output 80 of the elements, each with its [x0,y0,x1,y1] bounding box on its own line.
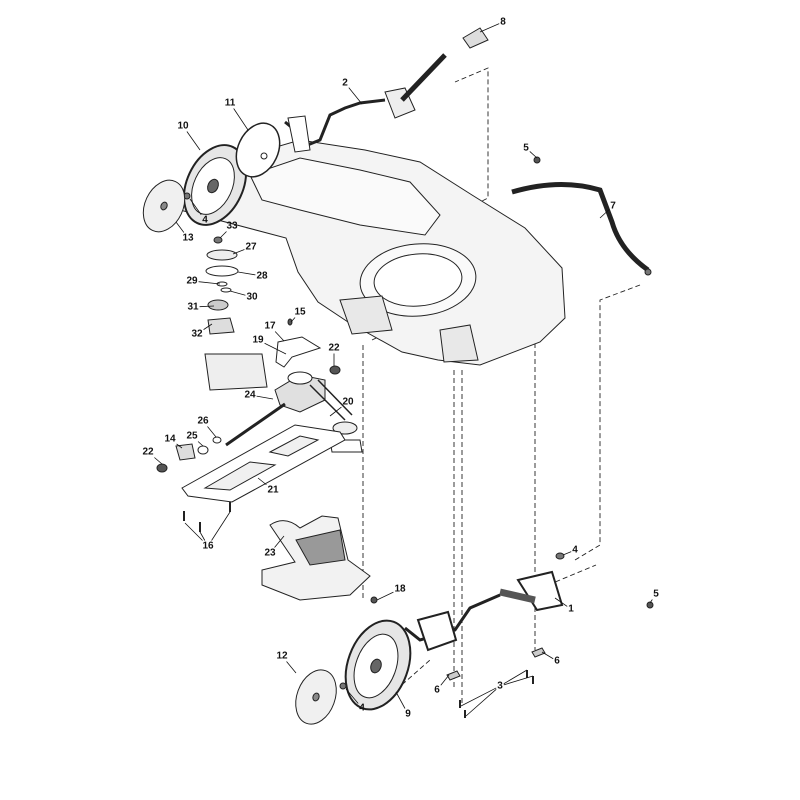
callout-number: 32 [190,328,204,340]
callout-number: 22 [141,446,155,458]
leader-line [238,272,256,276]
callout-number: 4 [201,214,209,226]
leader-line [542,652,554,660]
callout-number: 7 [609,200,617,212]
callout-number: 14 [163,434,177,444]
callout-number: 18 [393,584,407,594]
callout-number: 21 [266,484,280,496]
callout-number: 33 [225,220,239,232]
callout-number: 4 [571,544,579,556]
callout-number: 5 [652,588,660,600]
callout-number: 11 [224,98,236,108]
leader-line [264,342,286,354]
leader-line [200,532,206,541]
leader-line [286,661,296,674]
leader-line [207,426,216,438]
callout-number: 1 [567,604,575,614]
leader-line [186,131,200,150]
leader-line [274,536,284,548]
leader-line [290,317,296,322]
leader-line [198,441,204,446]
leader-line [650,599,653,604]
callout-number: 22 [327,342,341,354]
callout-number: 17 [263,320,277,332]
callout-number: 31 [186,302,200,312]
callout-number: 8 [499,16,507,28]
callout-number: 6 [553,656,561,666]
callout-number: 13 [181,232,195,244]
leader-line [274,331,284,342]
callout-number: 19 [251,334,265,346]
leader-line [190,198,202,216]
callout-number: 30 [245,292,259,302]
leader-line [203,324,212,330]
leader-line [396,692,406,709]
leader-line [460,688,497,706]
leader-line [348,87,362,104]
callout-number: 16 [201,540,215,552]
callout-number: 4 [358,702,366,714]
leader-line [176,444,182,448]
callout-number: 28 [255,270,269,282]
callout-number: 27 [244,242,258,252]
callout-number: 6 [433,684,441,696]
callout-number: 26 [196,416,210,426]
leader-line [176,222,184,233]
leader-line [440,674,450,686]
leader-line [199,306,214,308]
leader-line [503,676,534,686]
callout-number: 25 [185,430,199,442]
callout-number: 10 [176,120,190,132]
callout-number: 2 [341,78,349,88]
leader-line [529,151,538,158]
callout-number: 3 [496,680,504,692]
callout-number: 20 [341,396,355,408]
callout-number: 23 [263,548,277,558]
leader-line [198,281,220,284]
callout-number: 12 [275,650,289,662]
leader-line [600,209,610,218]
callout-number: 5 [522,142,530,154]
leader-line [376,592,394,600]
leader-line [554,598,568,607]
callout-number: 24 [243,390,257,400]
leader-line [211,512,230,541]
leader-line [184,522,203,541]
leader-line [232,249,245,254]
leader-line [233,108,248,130]
leader-line [258,478,267,486]
leader-line [330,406,342,416]
leader-line [256,396,274,400]
callout-number: 15 [293,306,307,318]
leader-line [154,457,162,464]
leader-line [220,231,227,238]
leader-line [466,688,497,716]
leader-line [480,23,500,32]
leader-line [562,551,572,556]
leader-line [346,688,359,704]
leader-line [230,290,246,296]
leader-line [503,670,528,684]
callout-number: 29 [185,276,199,286]
callout-number: 9 [404,708,412,720]
